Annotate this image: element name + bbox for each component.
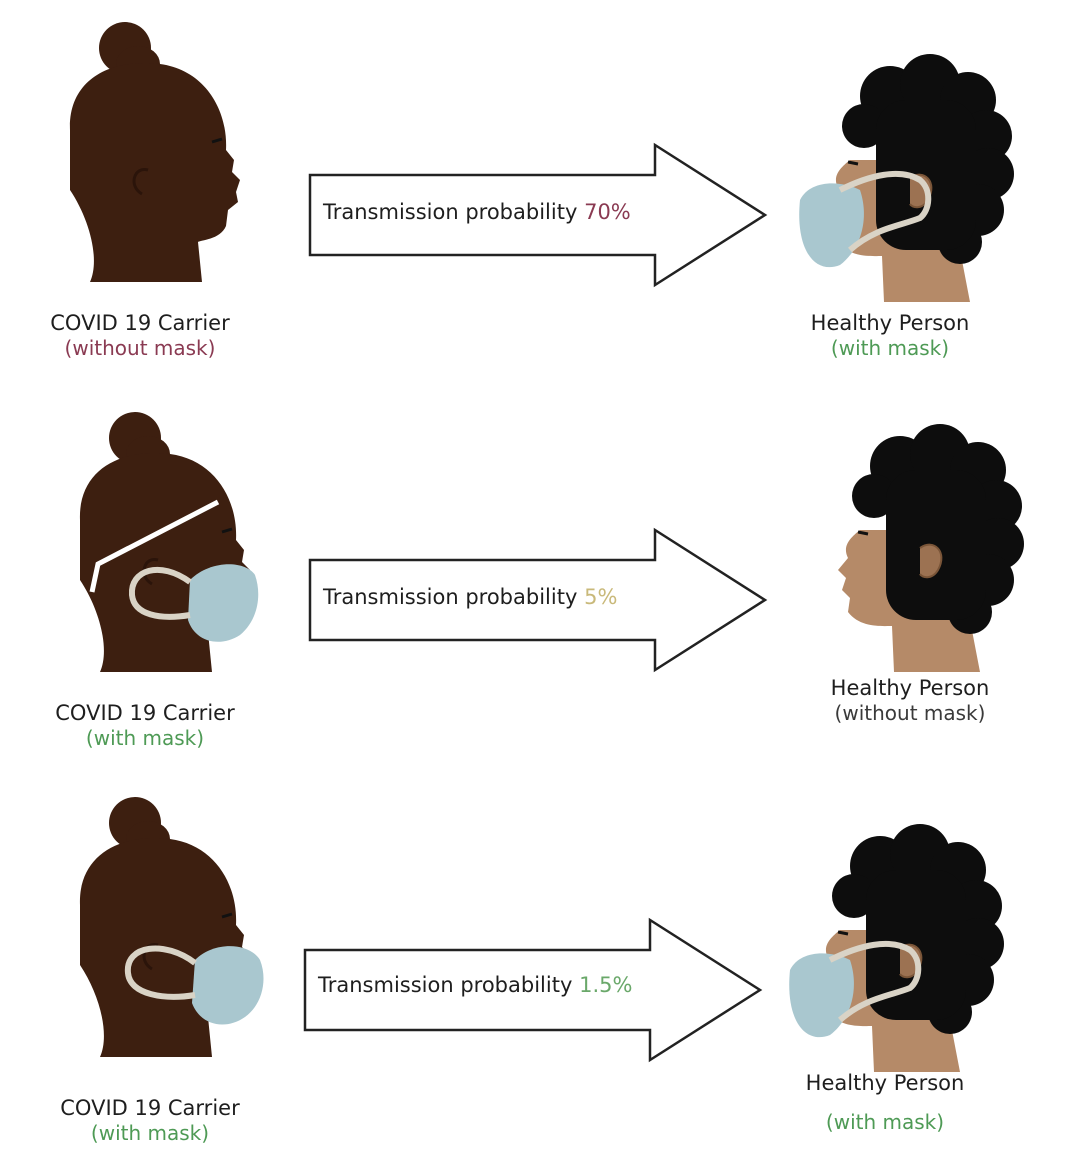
healthy-title: Healthy Person xyxy=(805,1071,965,1095)
arrow-text: Transmission probability xyxy=(323,200,578,224)
carrier-figure-with-mask xyxy=(78,795,264,1059)
healthy-label: Healthy Person (with mask) xyxy=(765,1070,1005,1135)
arrow-text: Transmission probability xyxy=(323,585,578,609)
arrow-shape xyxy=(308,142,768,288)
healthy-figure-no-mask xyxy=(836,422,1026,674)
carrier-figure-with-mask xyxy=(78,410,259,674)
carrier-label: COVID 19 Carrier (without mask) xyxy=(20,310,260,361)
arrow-shape xyxy=(308,527,768,673)
healthy-label: Healthy Person (without mask) xyxy=(790,675,1030,726)
carrier-title: COVID 19 Carrier xyxy=(60,1096,240,1120)
carrier-mask-status: (with mask) xyxy=(85,726,205,751)
arrow-label: Transmission probability 5% xyxy=(323,585,617,609)
transmission-arrow: Transmission probability 70% xyxy=(305,140,775,294)
healthy-title: Healthy Person xyxy=(810,311,970,335)
row-1: COVID 19 Carrier (without mask) Transmis… xyxy=(0,0,1080,380)
healthy-figure-with-mask xyxy=(789,822,1006,1074)
healthy-title: Healthy Person xyxy=(830,676,990,700)
arrow-text: Transmission probability xyxy=(318,973,573,997)
healthy-mask-status: (without mask) xyxy=(834,701,986,726)
transmission-arrow: Transmission probability 5% xyxy=(305,525,775,679)
healthy-mask-status: (with mask) xyxy=(825,1110,945,1135)
row-2: COVID 19 Carrier (with mask) Transmissio… xyxy=(0,390,1080,770)
carrier-label: COVID 19 Carrier (with mask) xyxy=(20,700,270,751)
carrier-mask-status: (with mask) xyxy=(90,1121,210,1146)
healthy-mask-status: (with mask) xyxy=(830,336,950,361)
row-3: COVID 19 Carrier (with mask) Transmissio… xyxy=(0,780,1080,1157)
healthy-figure-with-mask xyxy=(799,52,1016,304)
arrow-shape xyxy=(303,917,763,1063)
probability-value: 1.5% xyxy=(579,973,633,997)
probability-value: 5% xyxy=(584,585,618,609)
transmission-arrow: Transmission probability 1.5% xyxy=(300,915,770,1069)
carrier-title: COVID 19 Carrier xyxy=(55,701,235,725)
carrier-figure-no-mask xyxy=(68,20,242,284)
probability-value: 70% xyxy=(584,200,631,224)
carrier-title: COVID 19 Carrier xyxy=(50,311,230,335)
carrier-label: COVID 19 Carrier (with mask) xyxy=(25,1095,275,1146)
arrow-label: Transmission probability 70% xyxy=(323,200,631,224)
carrier-mask-status: (without mask) xyxy=(64,336,216,361)
healthy-label: Healthy Person (with mask) xyxy=(770,310,1010,361)
arrow-label: Transmission probability 1.5% xyxy=(318,973,632,997)
